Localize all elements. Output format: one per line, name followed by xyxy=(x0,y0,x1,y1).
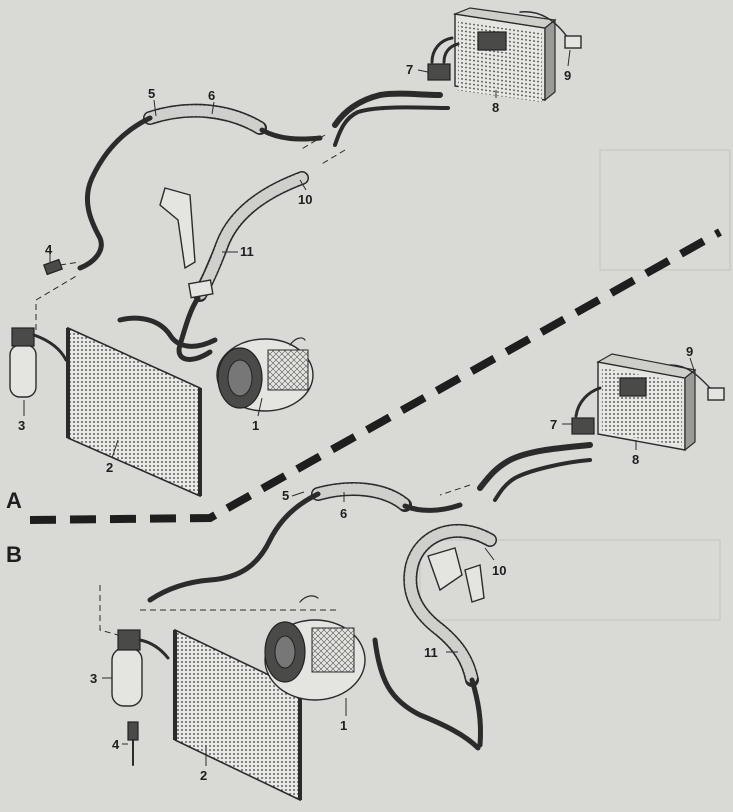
section-b-letter: B xyxy=(6,542,22,567)
bracket-b xyxy=(427,547,463,592)
receiver-drier-icon xyxy=(111,629,170,707)
label-a-3: 3 xyxy=(18,418,25,433)
temperature-sensor-icon xyxy=(519,11,582,49)
liquid-pipe-a xyxy=(333,105,450,147)
label-b-3: 3 xyxy=(90,671,97,686)
receiver-drier-icon xyxy=(9,327,68,398)
suction-pipe-b xyxy=(477,442,593,491)
background-table-ghost xyxy=(599,149,731,271)
label-b-8: 8 xyxy=(632,452,639,467)
label-a-8: 8 xyxy=(492,100,499,115)
compressor-icon xyxy=(264,595,366,701)
pressure-switch-icon xyxy=(127,721,139,766)
label-b-11: 11 xyxy=(424,645,438,660)
label-b-6: 6 xyxy=(340,506,347,521)
label-b-2: 2 xyxy=(200,768,207,783)
condenser-icon xyxy=(173,628,302,802)
expansion-valve-icon xyxy=(571,386,602,435)
label-a-11: 11 xyxy=(240,244,254,259)
label-a-9: 9 xyxy=(564,68,571,83)
temperature-sensor-icon xyxy=(669,364,725,401)
evaporator-icon xyxy=(596,353,697,452)
section-divider xyxy=(29,228,722,524)
section-a-letter: A xyxy=(6,488,22,513)
compressor-icon xyxy=(216,337,314,412)
label-a-4: 4 xyxy=(45,242,53,257)
label-b-5: 5 xyxy=(282,488,289,503)
label-b-10: 10 xyxy=(492,563,506,578)
section-b-diagram xyxy=(99,353,725,802)
expansion-valve-icon xyxy=(427,36,460,81)
evaporator-icon xyxy=(452,7,557,103)
label-b-4: 4 xyxy=(112,737,120,752)
label-b-9: 9 xyxy=(686,344,693,359)
section-a-diagram xyxy=(9,7,582,498)
label-a-1: 1 xyxy=(252,418,259,433)
label-a-10: 10 xyxy=(298,192,312,207)
label-b-7: 7 xyxy=(550,417,557,432)
leaders-b xyxy=(102,357,695,766)
condenser-icon xyxy=(66,326,202,498)
label-a-5: 5 xyxy=(148,86,155,101)
label-a-6: 6 xyxy=(208,88,215,103)
label-a-2: 2 xyxy=(106,460,113,475)
leaders-a xyxy=(23,49,571,459)
label-a-7: 7 xyxy=(406,62,413,77)
pressure-switch-icon xyxy=(43,258,81,276)
bracket-a xyxy=(159,187,196,270)
label-b-1: 1 xyxy=(340,718,347,733)
suction-pipe-a xyxy=(332,90,443,128)
background-text-ghost xyxy=(419,539,721,621)
